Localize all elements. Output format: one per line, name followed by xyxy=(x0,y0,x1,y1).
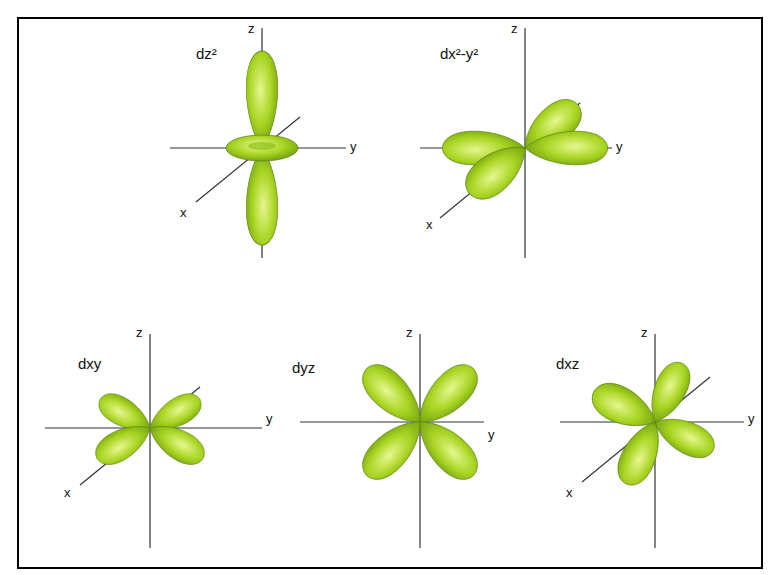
orbital-lobe xyxy=(90,415,158,471)
orbital-torus xyxy=(226,135,298,161)
y-axis xyxy=(300,421,484,422)
orbital-name: dxz xyxy=(556,356,579,373)
orbital-lobe xyxy=(611,415,670,491)
axes xyxy=(420,28,612,258)
axis-label: x xyxy=(180,206,187,220)
z-axis xyxy=(149,334,150,548)
axis-label: x xyxy=(426,218,433,232)
axis-label: y xyxy=(616,140,623,154)
axis-label: y xyxy=(350,140,357,154)
orbital-lobe xyxy=(525,131,608,165)
axis-label: x xyxy=(64,486,71,500)
axes xyxy=(45,334,262,548)
axis-label: z xyxy=(511,22,518,36)
orbital-lobe xyxy=(354,409,433,488)
torus-hole xyxy=(248,142,276,150)
orbital-lobe xyxy=(586,376,663,438)
axis-label: y xyxy=(488,428,495,442)
orbital-lobe xyxy=(407,409,486,488)
orbital-name: dz² xyxy=(196,46,217,63)
orbital-name: dx²-y² xyxy=(440,46,478,63)
z-axis xyxy=(419,334,420,548)
axes xyxy=(170,28,346,258)
orbital-lobe xyxy=(648,408,720,465)
axis-label: y xyxy=(266,412,273,426)
axis-label: z xyxy=(136,326,143,340)
axis-label: y xyxy=(748,412,755,426)
axes xyxy=(560,334,744,548)
axis-label: z xyxy=(641,326,648,340)
orbital-lobe xyxy=(143,415,211,471)
orbital-name: dxy xyxy=(78,356,101,373)
axis-label: x xyxy=(566,486,573,500)
axis-label: z xyxy=(248,22,255,36)
orbital-lobe xyxy=(246,51,278,148)
orbital-lobe xyxy=(246,148,278,245)
orbital-name: dyz xyxy=(292,360,315,377)
orbital-lobe xyxy=(457,133,537,208)
frame xyxy=(18,18,762,568)
axis-label: z xyxy=(406,326,413,340)
